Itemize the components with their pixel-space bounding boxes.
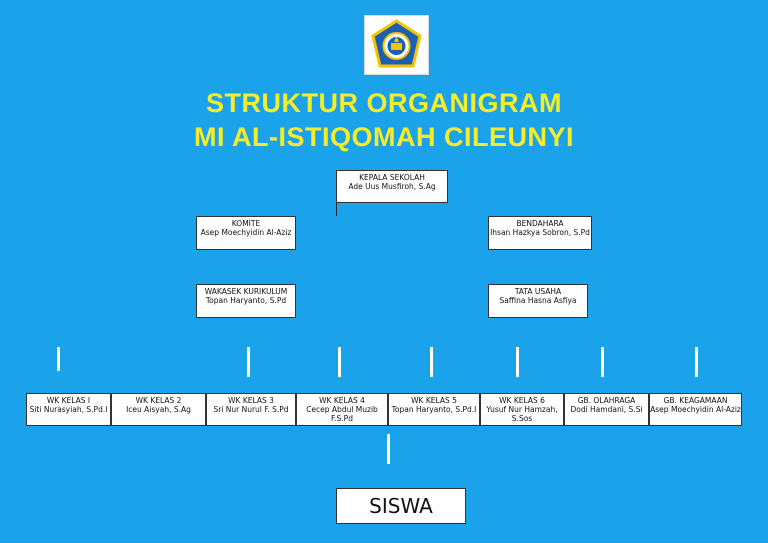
komite-box: KOMITE Asep Moechyidin Al-Aziz [196,216,296,250]
school-emblem-icon [371,19,422,68]
teacher-box-wk-kelas-6: WK KELAS 6 Yusuf Nur Hamzah, S.Sos [480,393,564,426]
teacher-name: Asep Moechyidin Al-Aziz [650,405,741,414]
teacher-name: Yusuf Nur Hamzah, S.Sos [486,405,558,423]
komite-role: KOMITE [231,219,261,228]
connector-line [57,347,60,371]
siswa-connector [387,434,390,464]
bendahara-role: BENDAHARA [516,219,564,228]
wakasek-kurikulum-role: WAKASEK KURIKULUM [204,287,288,296]
connector-line [601,347,604,377]
connector-line [338,347,341,377]
connector-line [430,347,433,377]
teacher-name: Dodi Hamdani, S.Si [570,405,643,414]
teacher-name: Sri Nur Nurul F. S.Pd [213,405,289,414]
teacher-role: WK KELAS I [46,396,91,405]
teacher-role: WK KELAS 2 [135,396,182,405]
kepala-sekolah-box: KEPALA SEKOLAH Ade Uus Musfiroh, S.Ag [336,170,448,203]
tata-usaha-name: Saffina Hasna Asfiya [499,296,577,305]
school-logo [364,15,429,75]
kepala-sekolah-connector [336,203,337,216]
siswa-label: SISWA [369,494,433,518]
teacher-role: GB. KEAGAMAAN [663,396,728,405]
teacher-box-wk-kelas-5: WK KELAS 5 Topan Haryanto, S.Pd.I [388,393,480,426]
teacher-box-gb-keagamaan: GB. KEAGAMAAN Asep Moechyidin Al-Aziz [649,393,742,426]
tata-usaha-role: TATA USAHA [514,287,562,296]
komite-name: Asep Moechyidin Al-Aziz [200,228,292,237]
title-line-1: STRUKTUR ORGANIGRAM [206,88,562,118]
title-line-2: MI AL-ISTIQOMAH CILEUNYI [194,122,574,152]
teacher-role: WK KELAS 4 [319,396,365,405]
teacher-box-wk-kelas-4: WK KELAS 4 Cecep Abdul Muzib F.S.Pd [296,393,388,426]
teacher-box-gb-olahraga: GB. OLAHRAGA Dodi Hamdani, S.Si [564,393,649,426]
teacher-name: Siti Nurasyiah, S.Pd.I [29,405,108,414]
teacher-role: WK KELAS 5 [411,396,457,405]
teacher-box-wk-kelas-2: WK KELAS 2 Iceu Aisyah, S.Ag [111,393,206,426]
teacher-role: GB. OLAHRAGA [577,396,636,405]
teacher-box-wk-kelas-3: WK KELAS 3 Sri Nur Nurul F. S.Pd [206,393,296,426]
siswa-box: SISWA [336,488,466,524]
teacher-box-wk-kelas-1: WK KELAS I Siti Nurasyiah, S.Pd.I [26,393,111,426]
connector-line [247,347,250,377]
bendahara-name: Ihsan Hazkya Sobron, S.Pd [490,228,590,237]
teacher-role: WK KELAS 3 [228,396,274,405]
connector-line [516,347,519,377]
teacher-name: Cecep Abdul Muzib F.S.Pd [306,405,378,423]
connector-line [695,347,698,377]
teacher-name: Topan Haryanto, S.Pd.I [391,405,477,414]
kepala-sekolah-role: KEPALA SEKOLAH [359,173,425,182]
wakasek-kurikulum-box: WAKASEK KURIKULUM Topan Haryanto, S.Pd [196,284,296,318]
teacher-role: WK KELAS 6 [499,396,545,405]
wakasek-kurikulum-name: Topan Haryanto, S.Pd [205,296,287,305]
teacher-name: Iceu Aisyah, S.Ag [126,405,191,414]
tata-usaha-box: TATA USAHA Saffina Hasna Asfiya [488,284,588,318]
kepala-sekolah-name: Ade Uus Musfiroh, S.Ag [348,182,436,191]
bendahara-box: BENDAHARA Ihsan Hazkya Sobron, S.Pd [488,216,592,250]
